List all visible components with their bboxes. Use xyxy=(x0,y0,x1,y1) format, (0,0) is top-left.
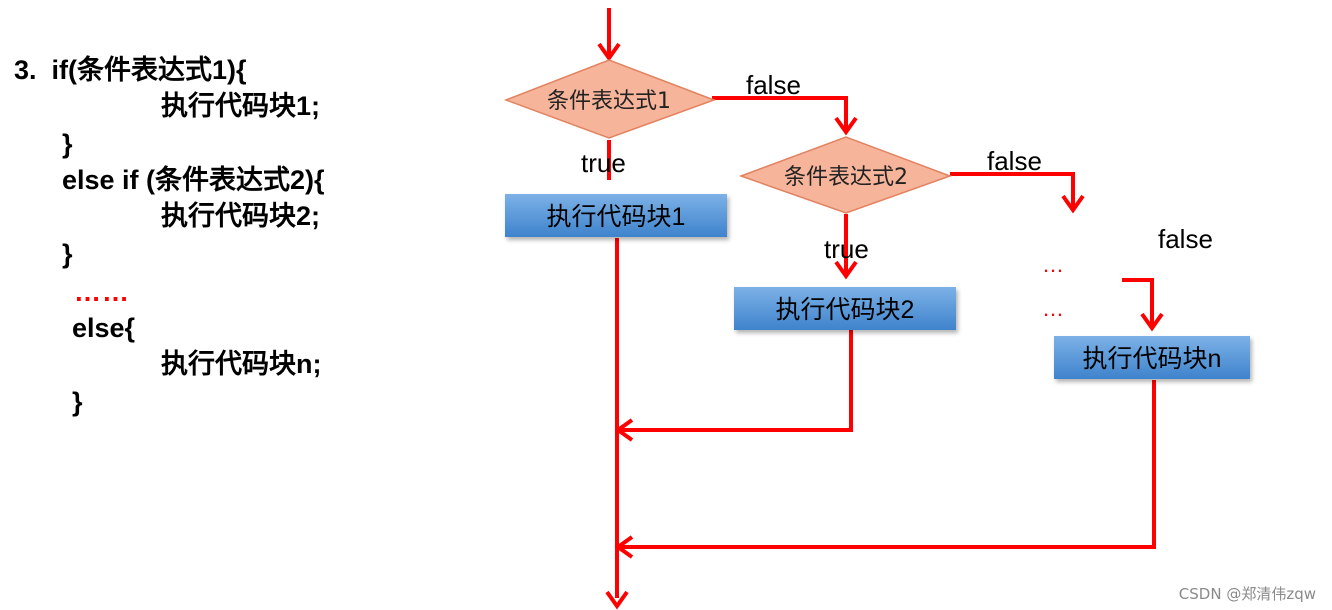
blockn-return-arrowhead xyxy=(614,535,634,559)
false-label-2: false xyxy=(987,146,1042,176)
false-label-3: false xyxy=(1158,224,1213,254)
block2-return xyxy=(620,330,853,432)
watermark: CSDN @郑清伟zqw xyxy=(1178,585,1316,603)
false-arrowhead-2 xyxy=(1061,194,1085,214)
ellipsis-2: … xyxy=(1042,296,1068,321)
code-line-close2: } xyxy=(62,239,73,269)
false-arrow-2 xyxy=(950,172,1075,208)
true-label-1: true xyxy=(581,148,626,178)
condition1-label: 条件表达式1 xyxy=(547,89,671,114)
blockn-label: 执行代码块n xyxy=(1083,345,1222,373)
code-line-block2: 执行代码块2; xyxy=(161,201,321,231)
true-label-2: true xyxy=(824,234,869,264)
blockn-return xyxy=(620,380,1156,549)
ellipsis-1: … xyxy=(1042,252,1068,277)
code-line-ellipsis: …… xyxy=(74,277,130,307)
condition1-diamond: 条件表达式1 xyxy=(503,59,717,139)
code-line-if: 3. if(条件表达式1){ xyxy=(14,55,247,85)
block2: 执行代码块2 xyxy=(734,287,956,330)
condition2-diamond: 条件表达式2 xyxy=(738,136,953,214)
connectors xyxy=(597,8,1164,610)
blockn: 执行代码块n xyxy=(1054,336,1250,379)
code-line-close3: } xyxy=(72,387,83,417)
false-arrowhead-3 xyxy=(1140,312,1164,332)
code-line-block1: 执行代码块1; xyxy=(161,91,321,121)
code-line-else-if: else if (条件表达式2){ xyxy=(62,165,325,195)
false-arrow-3 xyxy=(1122,278,1154,326)
exit-arrowhead xyxy=(605,590,629,610)
false-label-1: false xyxy=(746,70,801,100)
code-line-else: else{ xyxy=(72,313,136,343)
block2-label: 执行代码块2 xyxy=(776,296,915,324)
block1-label: 执行代码块1 xyxy=(547,203,686,231)
true-arrowhead-2 xyxy=(834,260,858,280)
condition2-label: 条件表达式2 xyxy=(784,165,908,190)
false-arrowhead-1 xyxy=(834,116,858,136)
code-line-blockn: 执行代码块n; xyxy=(161,349,322,379)
block2-return-arrowhead xyxy=(614,418,634,442)
code-line-close1: } xyxy=(62,129,73,159)
block1: 执行代码块1 xyxy=(505,194,727,237)
false-arrow-1 xyxy=(712,96,848,130)
entry-arrowhead xyxy=(597,42,621,62)
